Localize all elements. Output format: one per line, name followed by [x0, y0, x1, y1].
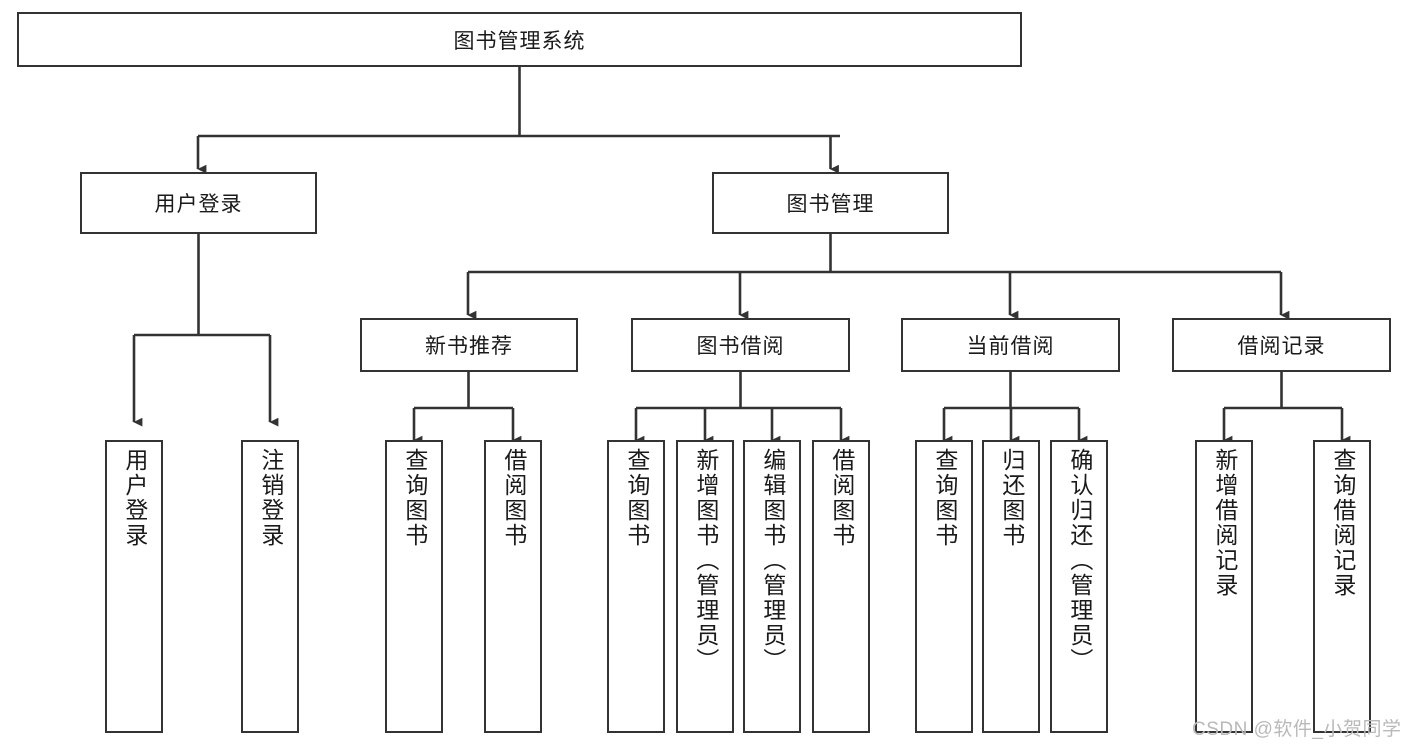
node-leaf-add-book[interactable]: 新增图书（管理员） — [676, 440, 734, 733]
node-leaf-logout-login[interactable]: 注销登录 — [241, 440, 299, 733]
node-leaf-borrow-book-2-label: 借阅图书 — [828, 448, 855, 548]
node-leaf-query-record[interactable]: 查询借阅记录 — [1313, 440, 1371, 733]
node-leaf-user-login-label: 用户登录 — [121, 448, 148, 548]
node-root-label: 图书管理系统 — [453, 29, 586, 53]
node-leaf-confirm-return-label: 确认归还（管理员） — [1066, 448, 1093, 673]
node-leaf-return-book[interactable]: 归还图书 — [982, 440, 1040, 733]
node-leaf-query-book-1[interactable]: 查询图书 — [385, 440, 443, 733]
node-book-management[interactable]: 图书管理 — [712, 172, 949, 234]
node-new-book-recommend[interactable]: 新书推荐 — [360, 318, 578, 372]
node-user-login[interactable]: 用户登录 — [80, 172, 317, 234]
node-leaf-query-book-3[interactable]: 查询图书 — [915, 440, 973, 733]
node-leaf-query-record-label: 查询借阅记录 — [1329, 448, 1356, 598]
node-leaf-query-book-2-label: 查询图书 — [623, 448, 650, 548]
node-leaf-query-book-3-label: 查询图书 — [931, 448, 958, 548]
node-leaf-return-book-label: 归还图书 — [998, 448, 1025, 548]
node-book-borrow-label: 图书借阅 — [696, 335, 785, 358]
node-leaf-query-book-1-label: 查询图书 — [401, 448, 428, 548]
node-book-borrow[interactable]: 图书借阅 — [631, 318, 850, 372]
node-new-book-recommend-label: 新书推荐 — [425, 335, 513, 358]
node-leaf-query-book-2[interactable]: 查询图书 — [607, 440, 665, 733]
node-borrow-record[interactable]: 借阅记录 — [1172, 318, 1391, 372]
node-leaf-add-record-label: 新增借阅记录 — [1211, 448, 1238, 598]
node-leaf-borrow-book-2[interactable]: 借阅图书 — [812, 440, 870, 733]
node-leaf-edit-book-label: 编辑图书（管理员） — [759, 448, 786, 673]
node-leaf-edit-book[interactable]: 编辑图书（管理员） — [743, 440, 801, 733]
node-leaf-add-book-label: 新增图书（管理员） — [692, 448, 719, 673]
node-current-borrow-label: 当前借阅 — [966, 335, 1055, 358]
node-user-login-label: 用户登录 — [154, 193, 243, 216]
node-leaf-borrow-book-1[interactable]: 借阅图书 — [484, 440, 542, 733]
node-current-borrow[interactable]: 当前借阅 — [901, 318, 1120, 372]
node-leaf-logout-login-label: 注销登录 — [257, 448, 284, 548]
node-borrow-record-label: 借阅记录 — [1237, 335, 1326, 358]
node-leaf-user-login[interactable]: 用户登录 — [105, 440, 163, 733]
node-book-management-label: 图书管理 — [786, 193, 875, 216]
watermark-text: CSDN @软件_小贺同学 — [1192, 719, 1402, 740]
node-root[interactable]: 图书管理系统 — [17, 12, 1022, 67]
node-leaf-borrow-book-1-label: 借阅图书 — [500, 448, 527, 548]
node-leaf-confirm-return[interactable]: 确认归还（管理员） — [1050, 440, 1108, 733]
node-leaf-add-record[interactable]: 新增借阅记录 — [1195, 440, 1253, 733]
